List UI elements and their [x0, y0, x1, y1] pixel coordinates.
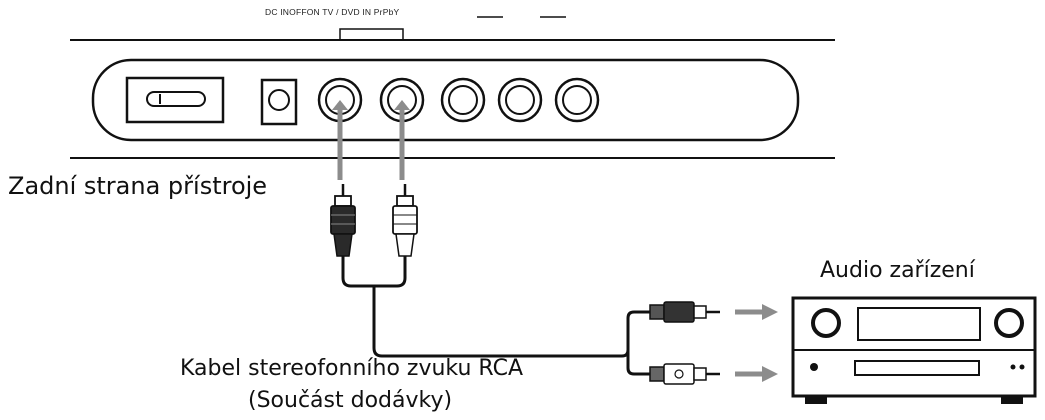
rca-plug-white-bottom	[649, 301, 720, 323]
device-arrow-top	[735, 304, 778, 320]
jack-arrow-right	[394, 100, 410, 180]
jack-arrow-left	[332, 100, 348, 180]
rca-plug-white-top	[330, 184, 356, 257]
jack-strip-label: DC INOFFON TV / DVD IN PrPbY	[265, 7, 400, 17]
dc-in-jack	[260, 78, 298, 126]
rca-cable	[341, 256, 650, 376]
cable-sublabel: (Součást dodávky)	[248, 388, 453, 413]
cable-label: Kabel stereofonního zvuku RCA	[180, 356, 524, 381]
rear-side-label: Zadní strana přístroje	[8, 172, 268, 200]
rca-plug-red-top	[392, 184, 418, 257]
rca-jack-4	[497, 77, 543, 123]
rca-plug-red-bottom	[649, 363, 720, 385]
audio-receiver-icon	[791, 296, 1037, 404]
device-rear-panel	[70, 16, 835, 159]
audio-device-label: Audio zařízení	[820, 258, 975, 283]
rca-jack-3	[440, 77, 486, 123]
rca-jack-5	[554, 77, 600, 123]
device-arrow-bottom	[735, 366, 778, 382]
power-switch	[125, 76, 225, 124]
